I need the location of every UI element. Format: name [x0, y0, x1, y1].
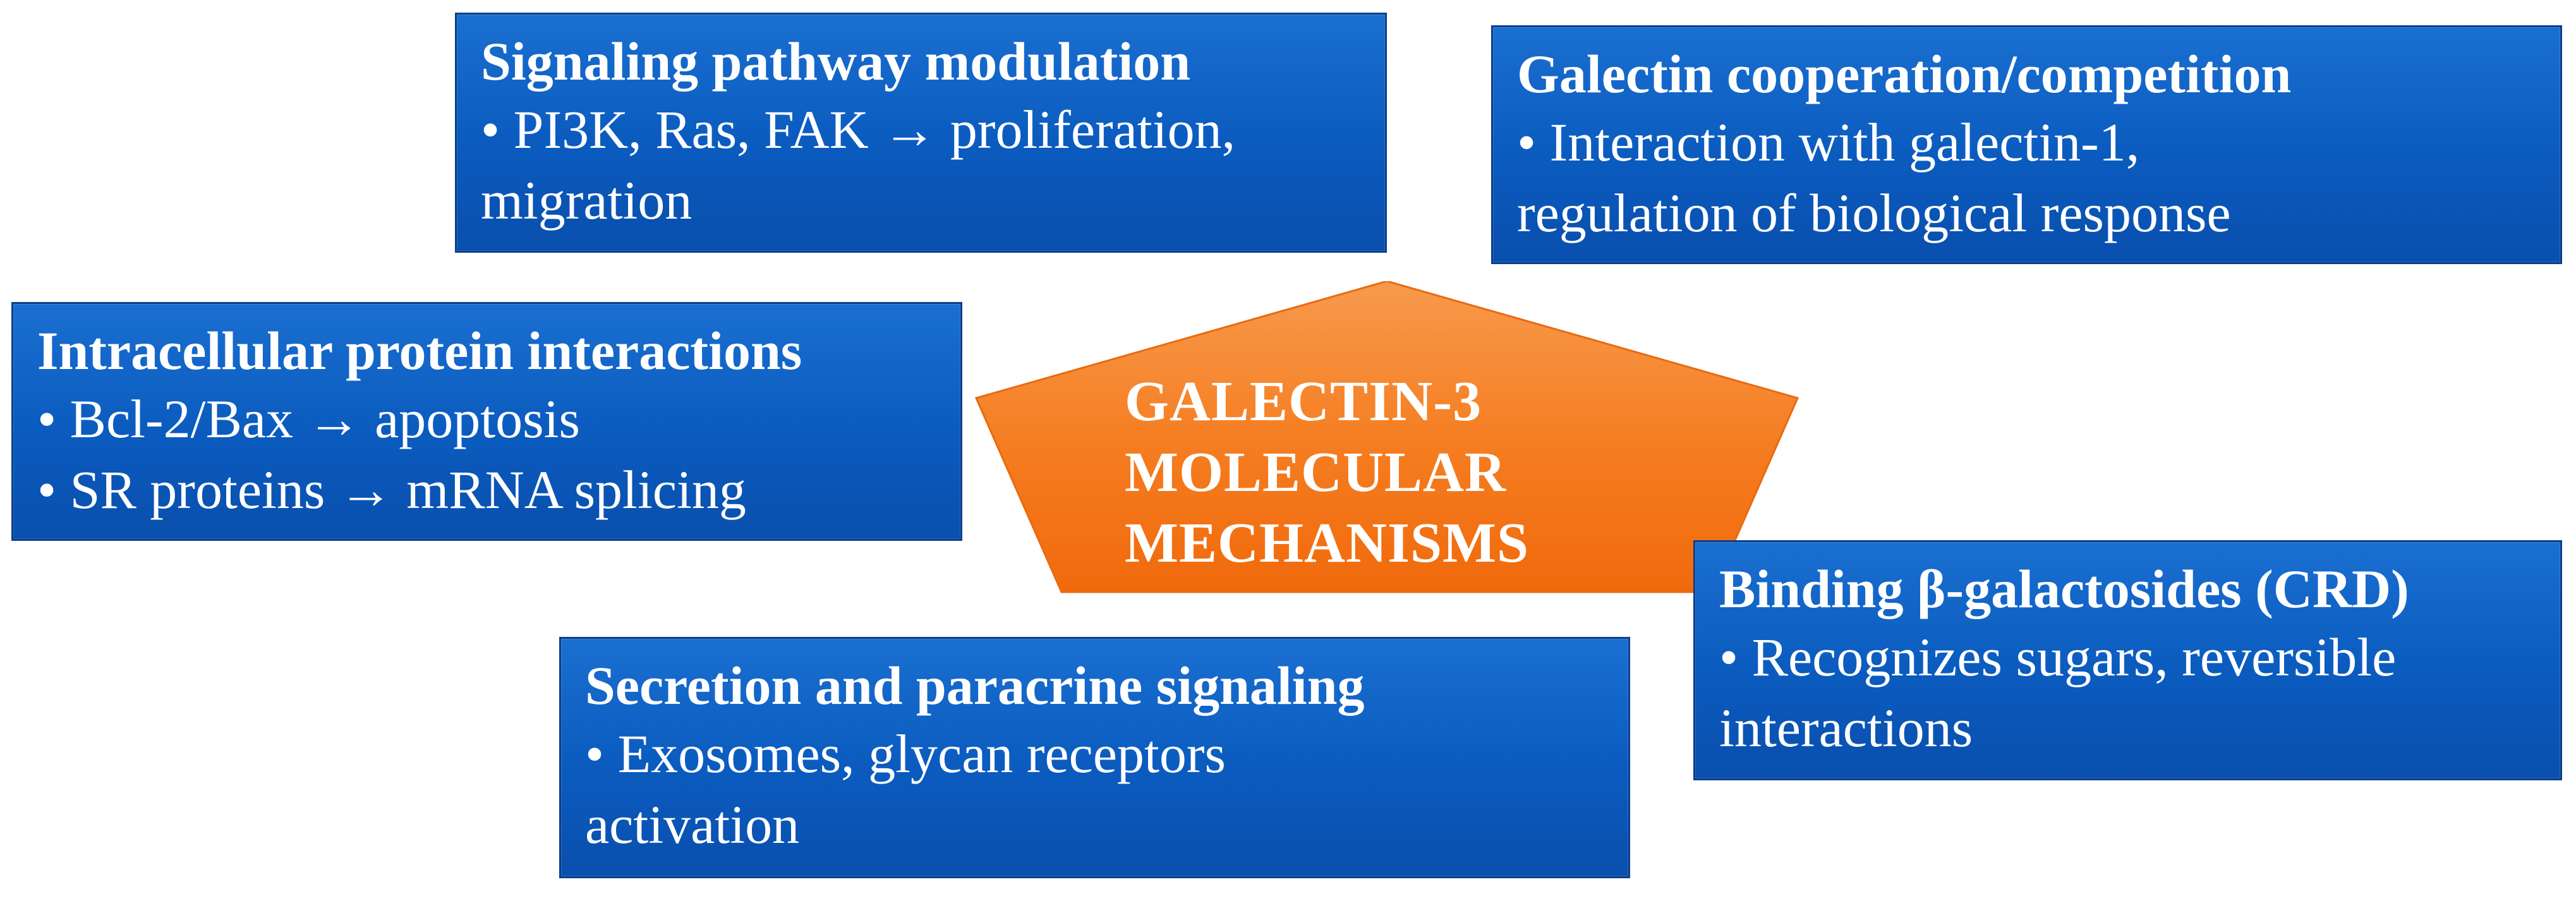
center-pentagon: [974, 281, 1799, 593]
center-label-line-1: GALECTIN-3: [1125, 370, 1482, 433]
intracellular-interactions-title: Intracellular protein interactions: [37, 320, 802, 381]
intracellular-interactions-box: Intracellular protein interactions • Bcl…: [11, 302, 962, 541]
binding-galactosides-line-2: interactions: [1719, 698, 1973, 758]
signaling-pathway-line-1: • PI3K, Ras, FAK → proliferation,: [481, 99, 1236, 160]
signaling-pathway-box: Signaling pathway modulation • PI3K, Ras…: [455, 13, 1387, 253]
signaling-pathway-line-2: migration: [481, 170, 692, 231]
signaling-pathway-title: Signaling pathway modulation: [481, 31, 1191, 92]
binding-galactosides-line-1: • Recognizes sugars, reversible: [1719, 627, 2397, 687]
secretion-paracrine-line-2: activation: [585, 794, 800, 855]
secretion-paracrine-box: Secretion and paracrine signaling • Exos…: [559, 637, 1630, 878]
galectin-cooperation-line-1: • Interaction with galectin-1,: [1517, 112, 2140, 172]
center-label-line-2: MOLECULAR: [1125, 441, 1507, 504]
center-label: GALECTIN-3 MOLECULAR MECHANISMS: [1125, 366, 1630, 579]
binding-galactosides-title: Binding β-galactosides (CRD): [1719, 559, 2409, 619]
secretion-paracrine-line-1: • Exosomes, glycan receptors: [585, 723, 1226, 784]
galectin-cooperation-line-2: regulation of biological response: [1517, 183, 2231, 243]
intracellular-interactions-line-1: • Bcl-2/Bax → apoptosis: [37, 389, 580, 449]
galectin-cooperation-box: Galectin cooperation/competition • Inter…: [1491, 25, 2562, 264]
secretion-paracrine-title: Secretion and paracrine signaling: [585, 655, 1365, 716]
center-pentagon-shape: [974, 281, 1799, 593]
center-label-line-3: MECHANISMS: [1125, 512, 1530, 574]
galectin-cooperation-title: Galectin cooperation/competition: [1517, 44, 2292, 104]
binding-galactosides-box: Binding β-galactosides (CRD) • Recognize…: [1693, 540, 2562, 780]
intracellular-interactions-line-2: • SR proteins → mRNA splicing: [37, 459, 746, 520]
